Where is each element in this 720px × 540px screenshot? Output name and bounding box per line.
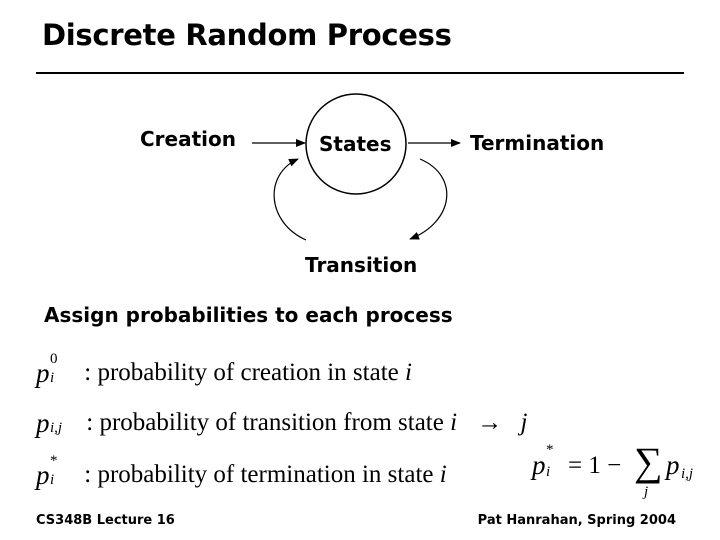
transition-label: Transition [305,253,418,277]
footer-lecture: CS348B Lecture 16 [36,513,175,528]
states-circle [305,93,407,195]
definition-creation: p 0 i : probability of creation in state… [36,351,412,388]
transition-loop-left [273,158,307,241]
arrow-symbol: → [477,409,503,436]
subheading: Assign probabilities to each process [44,303,453,327]
p-ij-symbol: p i,j [36,408,63,438]
title-divider [36,72,684,74]
termination-formula: p * i = 1 − ∑ j p i,j [532,439,694,501]
footer-author: Pat Hanrahan, Spring 2004 [477,513,676,528]
definition-termination: p * i : probability of termination in st… [36,453,447,490]
states-label: States [319,132,392,156]
p-i-star-symbol: p * i [36,453,58,490]
termination-label: Termination [470,131,605,155]
transition-loop-right [409,158,448,240]
slide-title: Discrete Random Process [42,18,452,52]
p-i-0-symbol: p 0 i [36,351,58,388]
creation-label: Creation [140,127,236,151]
summation-symbol: ∑ [634,439,663,484]
definition-transition: p i,j : probability of transition from s… [36,408,528,438]
